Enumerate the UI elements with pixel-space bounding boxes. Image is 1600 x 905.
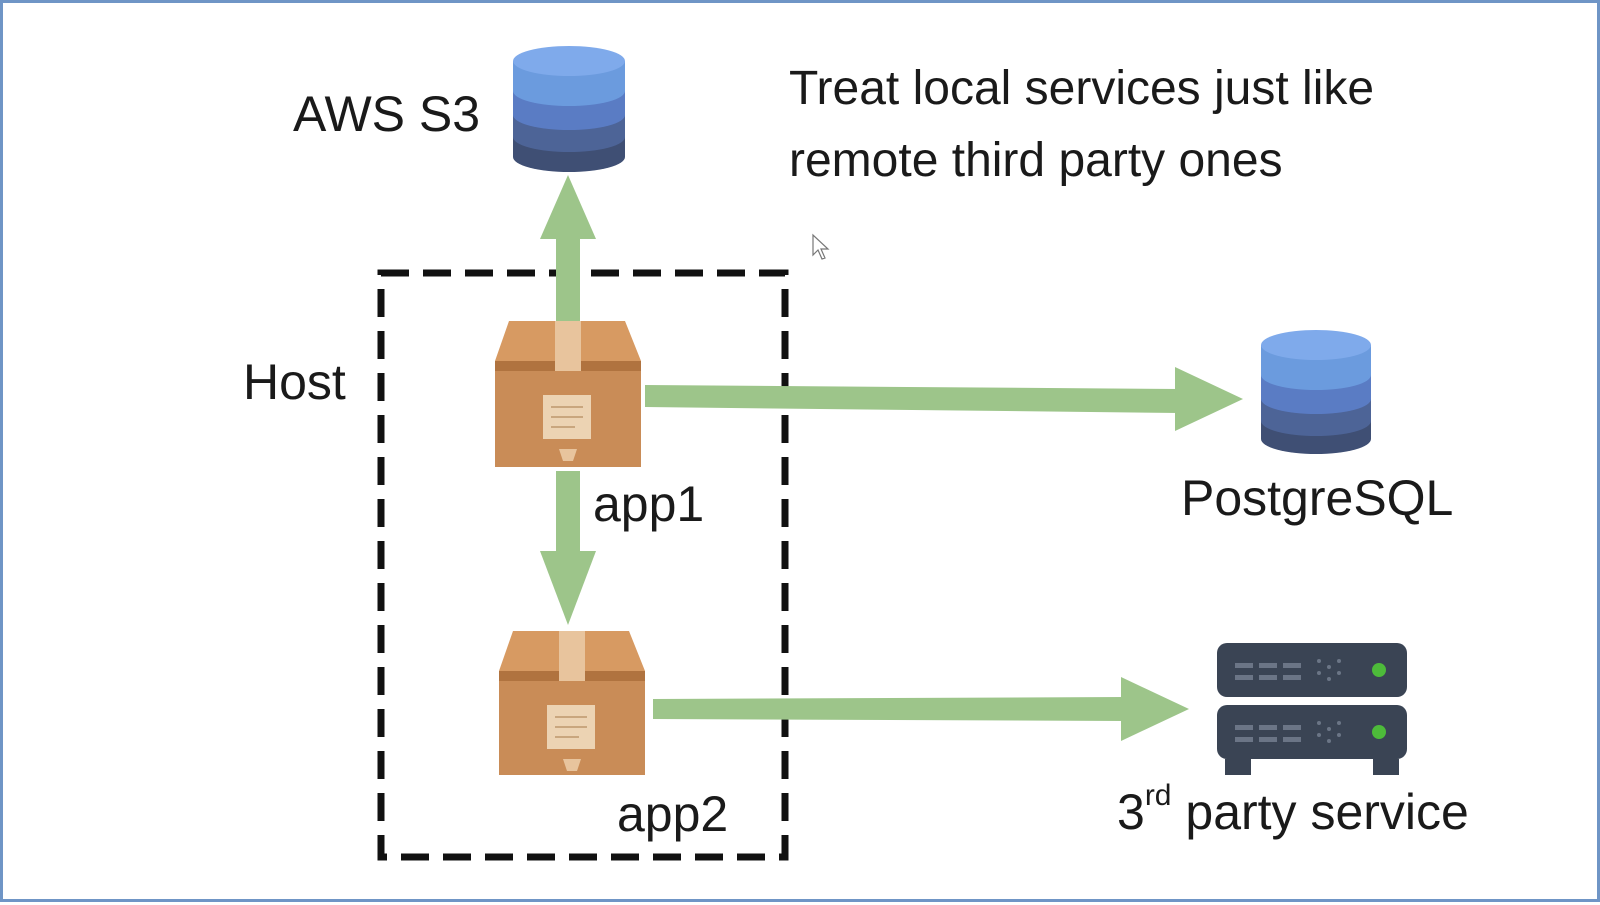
host-boundary: [377, 269, 789, 861]
postgres-label: PostgreSQL: [1181, 470, 1454, 526]
third-party-label: 3rd party service: [1117, 781, 1469, 840]
arrow-app2-to-third-party: [653, 677, 1189, 741]
s3-label: AWS S3: [293, 86, 481, 142]
third-party-label-sup: rd: [1144, 779, 1172, 812]
postgres-database-icon: [1261, 330, 1371, 454]
mouse-cursor-icon: [812, 233, 830, 260]
slide-caption: Treat local services just like remote th…: [789, 53, 1374, 197]
host-label: Host: [243, 354, 346, 410]
app2-label: app2: [617, 786, 729, 842]
app2-box-icon: [499, 631, 645, 775]
diagram-canvas: [377, 46, 1407, 861]
caption-line-1: Treat local services just like: [789, 62, 1375, 115]
app1-label: app1: [593, 476, 705, 532]
arrow-app1-to-s3: [540, 175, 596, 325]
third-party-label-prefix: 3: [1117, 784, 1145, 840]
third-party-label-rest: party service: [1171, 784, 1469, 840]
s3-database-icon: [513, 46, 625, 172]
arrow-app1-to-postgres: [645, 367, 1243, 431]
app1-box-icon: [495, 321, 641, 467]
arrow-app1-to-app2: [540, 471, 596, 625]
caption-line-2: remote third party ones: [789, 134, 1283, 187]
third-party-server-icon: [1217, 643, 1407, 775]
